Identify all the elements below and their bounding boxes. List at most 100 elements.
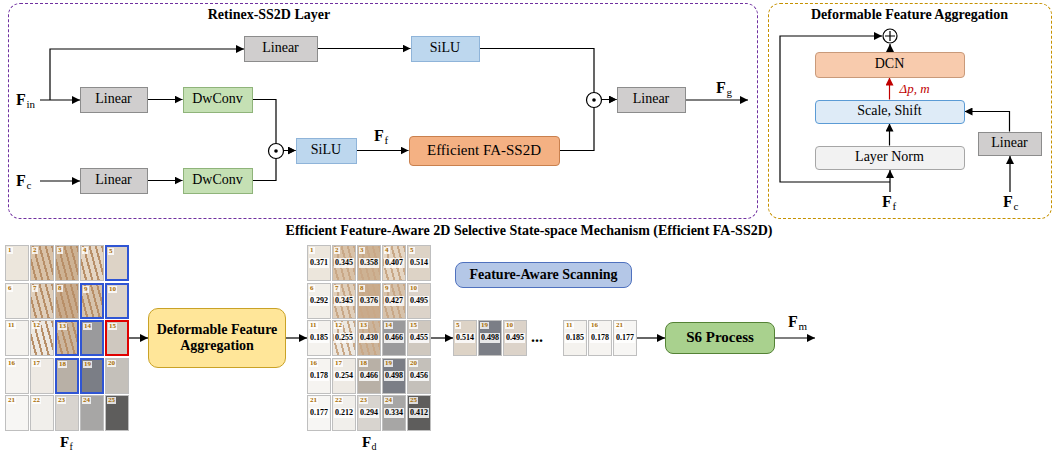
patch-score: 0.177	[309, 408, 329, 418]
feature-grid: Fd10.37120.34530.35840.40750.51460.29270…	[307, 245, 431, 431]
patch-number: 8	[57, 285, 63, 292]
patch-number: 21	[7, 397, 16, 404]
patch-number: 15	[108, 323, 117, 330]
patch-number: 8	[359, 285, 365, 292]
process-box: DwConv	[183, 168, 253, 194]
patch-score: 0.498	[480, 333, 500, 343]
grid-subscript: f	[70, 442, 73, 452]
box-label: Layer Norm	[855, 149, 924, 165]
image-patch: 9	[80, 283, 104, 319]
process-box: DwConv	[183, 87, 253, 113]
process-box: Linear	[80, 168, 148, 194]
image-patch: 5	[105, 245, 129, 281]
box-label: Deformable Feature Aggregation	[153, 322, 281, 354]
patch-number: 13	[58, 323, 67, 330]
patch-number: 10	[409, 285, 418, 292]
box-label: Scale, Shift	[857, 103, 922, 119]
flow-arrow	[889, 124, 890, 146]
patch-score: 0.455	[409, 333, 429, 343]
patch-score: 0.427	[384, 296, 404, 306]
patch-number: 24	[82, 397, 91, 404]
hadamard-symbol	[269, 144, 284, 159]
patch-number: 9	[384, 285, 390, 292]
subscript: in	[27, 99, 36, 110]
patch-number: 20	[107, 360, 116, 367]
image-patch: 180.466	[357, 358, 381, 394]
input-wire	[889, 170, 890, 192]
flow-arrow	[637, 337, 665, 338]
patch-score: 0.514	[455, 333, 475, 343]
patch-score: 0.514	[409, 258, 429, 268]
patch-number: 22	[334, 397, 343, 404]
output-wire	[686, 99, 748, 100]
flow-arrow	[148, 99, 183, 100]
layer-panel: Deformable Feature AggregationDCNScale, …	[768, 3, 1052, 219]
image-patch: 16	[5, 358, 29, 394]
image-patch: 210.177	[613, 320, 637, 356]
image-patch: 130.430	[357, 320, 381, 356]
image-patch: 50.514	[453, 320, 477, 356]
box-label: DwConv	[192, 91, 243, 107]
flow-arrow	[253, 100, 296, 151]
patch-number: 25	[107, 397, 116, 404]
patch-number: 23	[359, 397, 368, 404]
patch-number: 9	[83, 286, 89, 293]
patch-number: 4	[384, 247, 390, 254]
feature-symbol: F	[16, 173, 26, 189]
flow-arrow	[480, 49, 617, 100]
patch-number: 11	[309, 322, 318, 329]
image-patch: 160.178	[307, 358, 331, 394]
image-patch: 70.345	[332, 283, 356, 319]
panel-title: Retinex-SS2D Layer	[169, 7, 369, 23]
image-patch: 11 0.185	[307, 320, 331, 356]
patch-number: 2	[334, 247, 340, 254]
image-patch: 7	[30, 283, 54, 319]
image-patch: 20	[105, 358, 129, 394]
patch-score: 0.498	[384, 371, 404, 381]
image-patch: 160.178	[588, 320, 612, 356]
patch-number: 14	[83, 323, 92, 330]
patch-number: 3	[359, 247, 365, 254]
patch-score: 0.495	[409, 296, 429, 306]
box-label: DCN	[875, 56, 905, 72]
image-patch: 17	[30, 358, 54, 394]
subscript: f	[893, 201, 897, 212]
section-title: Efficient Feature-Aware 2D Selective Sta…	[0, 224, 1058, 238]
patch-score: 0.185	[309, 333, 329, 343]
image-patch: 25	[105, 395, 129, 431]
feature-symbol: F	[1003, 194, 1013, 210]
flow-arrow	[129, 337, 148, 338]
patch-number: 6	[309, 285, 315, 292]
patch-number: 10	[108, 286, 117, 293]
patch-score: 0.345	[334, 258, 354, 268]
patch-number: 1	[309, 247, 315, 254]
subscript: f	[385, 135, 389, 146]
image-patch: 22	[30, 395, 54, 431]
process-box: SiLU	[296, 138, 357, 164]
image-patch: 10 0.495	[407, 283, 431, 319]
patch-score: 0.178	[590, 333, 610, 343]
image-patch: 140.466	[382, 320, 406, 356]
image-patch: 10.371	[307, 245, 331, 281]
box-label: Efficient FA-SS2D	[427, 142, 541, 159]
add-symbol	[883, 29, 897, 43]
flow-arrow	[286, 337, 307, 338]
patch-score: 0.412	[409, 408, 429, 418]
patch-number: 17	[334, 360, 343, 367]
flow-arrow	[889, 78, 890, 100]
process-box: S6 Process	[665, 322, 775, 354]
process-box: Linear	[617, 87, 686, 113]
image-patch: 23	[55, 395, 79, 431]
process-box: Linear	[80, 87, 148, 113]
patch-number: 5	[108, 248, 114, 255]
image-patch: 200.456	[407, 358, 431, 394]
patch-number: 21	[615, 322, 624, 329]
process-box: Linear	[244, 36, 318, 62]
hadamard-symbol	[587, 93, 602, 108]
subscript: c	[1014, 201, 1019, 212]
image-patch: 50.514	[407, 245, 431, 281]
patch-number: 25	[409, 397, 418, 404]
image-patch: 25 0.412	[407, 395, 431, 431]
image-patch: 230.294	[357, 395, 381, 431]
patch-score: 0.334	[384, 408, 404, 418]
